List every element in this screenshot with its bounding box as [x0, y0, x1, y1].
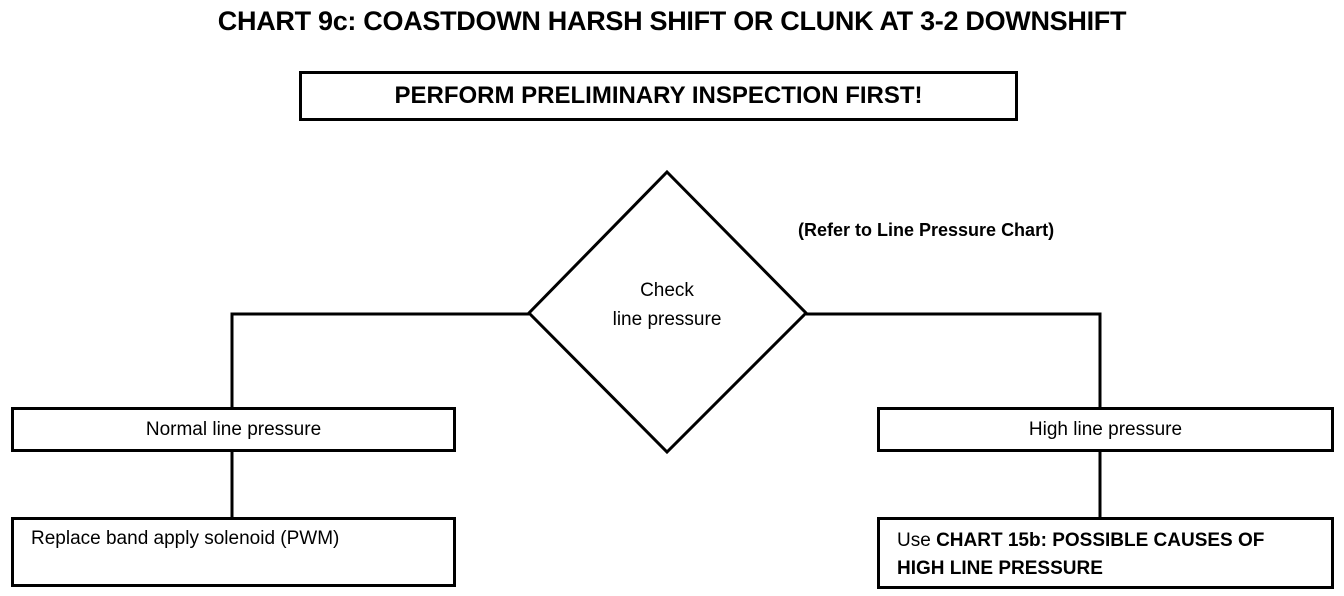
- use-chart-15b-box: Use CHART 15b: POSSIBLE CAUSES OF HIGH L…: [877, 517, 1334, 589]
- normal-line-pressure-box: Normal line pressure: [11, 407, 456, 452]
- high-line-pressure-box: High line pressure: [877, 407, 1334, 452]
- chart-title: CHART 9c: COASTDOWN HARSH SHIFT OR CLUNK…: [217, 6, 1127, 36]
- chart-15b-reference: CHART 15b: POSSIBLE CAUSES OF: [936, 530, 1265, 551]
- decision-line-1: Check: [640, 280, 694, 301]
- preliminary-inspection-box: PERFORM PRELIMINARY INSPECTION FIRST!: [299, 71, 1018, 121]
- connector-right: [806, 312, 1102, 408]
- decision-diamond: [526, 169, 809, 455]
- decision-line-2: line pressure: [612, 309, 722, 330]
- reference-note: (Refer to Line Pressure Chart): [798, 220, 1055, 240]
- connector-left: [230, 312, 529, 408]
- decision-text: Check line pressure: [567, 276, 767, 334]
- chart-15b-reference-cont: HIGH LINE PRESSURE: [897, 558, 1103, 579]
- action-prefix: Use: [897, 530, 931, 551]
- replace-solenoid-box: Replace band apply solenoid (PWM): [11, 517, 456, 587]
